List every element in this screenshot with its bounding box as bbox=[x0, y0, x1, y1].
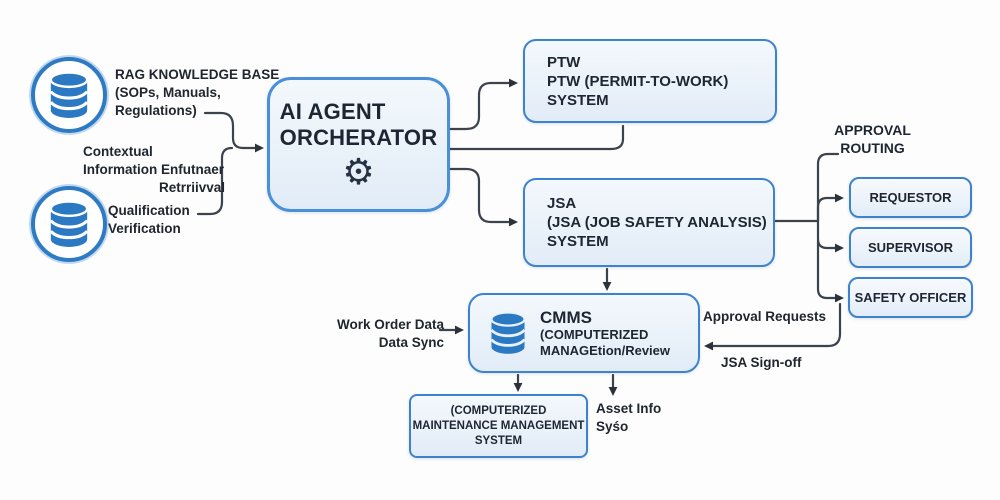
rag-label-line2: (SOPs, Manuals, bbox=[115, 85, 221, 100]
cmms-box: CMMS (COMPUTERIZED MANAGEtion/Review bbox=[468, 293, 700, 373]
ptw-line3: SYSTEM bbox=[547, 91, 609, 109]
orchestrator-title: AI AGENT ORCHERATOR bbox=[280, 99, 438, 151]
contextual-line1: Contextual bbox=[83, 144, 153, 159]
work-order-line2: Data Sync bbox=[378, 335, 444, 350]
work-order-data-label: Work Order Data Data Sync bbox=[336, 316, 444, 352]
ptw-system-box: PTW PTW (PERMIT-TO-WORK) SYSTEM bbox=[523, 39, 777, 123]
jsa-line1: JSA bbox=[547, 195, 577, 212]
edge-qualification-to-orchestrator bbox=[196, 146, 234, 216]
jsa-line2: (JSA (JOB SAFETY ANALYSIS) bbox=[547, 214, 767, 231]
edge-rag-to-orchestrator bbox=[203, 111, 264, 153]
approval-routing-line2: ROUTING bbox=[840, 140, 905, 156]
ptw-line2: PTW (PERMIT-TO-WORK) bbox=[547, 72, 729, 90]
edge-approvals-to-cmms bbox=[704, 302, 842, 351]
contextual-line2: Information Enfutnaer bbox=[83, 162, 224, 177]
cmms-line3: MANAGEtion/Review bbox=[540, 342, 671, 358]
rag-knowledge-base-label: RAG KNOWLEDGE BASE (SOPs, Manuals, Regul… bbox=[115, 66, 279, 120]
jsa-system-box: JSA (JSA (JOB SAFETY ANALYSIS) SYSTEM bbox=[523, 178, 775, 267]
approval-routing-label: APPROVAL ROUTING bbox=[815, 121, 930, 157]
jsa-line3: SYSTEM bbox=[547, 233, 609, 250]
edge-orchestrator-to-ptw bbox=[448, 78, 518, 131]
rag-database-icon bbox=[31, 57, 107, 133]
edge-orchestrator-to-jsa bbox=[448, 167, 518, 227]
edge-orchestrator-to-ptw-bottom bbox=[448, 124, 625, 151]
database-icon bbox=[49, 71, 89, 118]
edge-trunk-to-supervisor bbox=[816, 219, 844, 253]
orchestrator-title-line1: AI AGENT bbox=[279, 98, 386, 124]
contextual-retrieval-label: Contextual Information Enfutnaer Retrrii… bbox=[83, 143, 225, 197]
supervisor-label: SUPERVISOR bbox=[867, 240, 953, 255]
orchestrator-title-line2: ORCHERATOR bbox=[279, 124, 438, 150]
asset-info-line2: Syśo bbox=[596, 419, 629, 434]
cmms-detail-line2: MAINTENANCE MANAGEMENT bbox=[412, 419, 585, 432]
approval-routing-line1: APPROVAL bbox=[834, 122, 911, 138]
qualification-line2: Verification bbox=[108, 221, 181, 236]
cmms-detail-line3: SYSTEM bbox=[474, 434, 523, 447]
edge-trunk-to-requestor bbox=[816, 193, 844, 223]
requestor-box: REQUESTOR bbox=[849, 177, 972, 218]
ai-agent-orchestrator-box: AI AGENT ORCHERATOR ⚙ bbox=[267, 77, 450, 212]
approval-requests-label: Approval Requests bbox=[703, 309, 827, 324]
database-icon bbox=[49, 200, 89, 247]
qualification-line1: Qualification bbox=[108, 203, 190, 218]
qualification-verification-label: Qualification Verification bbox=[108, 202, 190, 238]
cmms-title: CMMS bbox=[540, 307, 592, 327]
edge-trunk-to-routing-label bbox=[816, 152, 840, 223]
edge-trunk-to-safety-officer bbox=[816, 238, 844, 303]
work-order-line1: Work Order Data bbox=[336, 317, 444, 332]
cmms-line2: (COMPUTERIZED bbox=[540, 326, 649, 342]
asset-info-label: Asset Info Syśo bbox=[596, 400, 661, 436]
gear-icon: ⚙ bbox=[342, 150, 375, 192]
safety-officer-box: SAFETY OFFICER bbox=[848, 277, 973, 318]
ptw-line1: PTW bbox=[547, 53, 581, 71]
qualification-database-icon bbox=[31, 186, 107, 262]
cmms-text: CMMS (COMPUTERIZED MANAGEtion/Review bbox=[540, 308, 670, 359]
cmms-detail-line1: (COMPUTERIZED bbox=[450, 404, 547, 417]
contextual-line3: Retrriivval bbox=[158, 180, 225, 195]
jsa-signoff-label: JSA Sign-off bbox=[721, 355, 802, 370]
rag-label-line1: RAG KNOWLEDGE BASE bbox=[115, 67, 280, 82]
safety-officer-label: SAFETY OFFICER bbox=[854, 290, 967, 305]
database-icon bbox=[490, 311, 526, 354]
rag-label-line3: Regulations) bbox=[115, 103, 197, 118]
cmms-detail-box: (COMPUTERIZED MAINTENANCE MANAGEMENT SYS… bbox=[409, 394, 588, 458]
requestor-label: REQUESTOR bbox=[869, 190, 952, 205]
supervisor-box: SUPERVISOR bbox=[849, 227, 972, 268]
asset-info-line1: Asset Info bbox=[596, 401, 662, 416]
